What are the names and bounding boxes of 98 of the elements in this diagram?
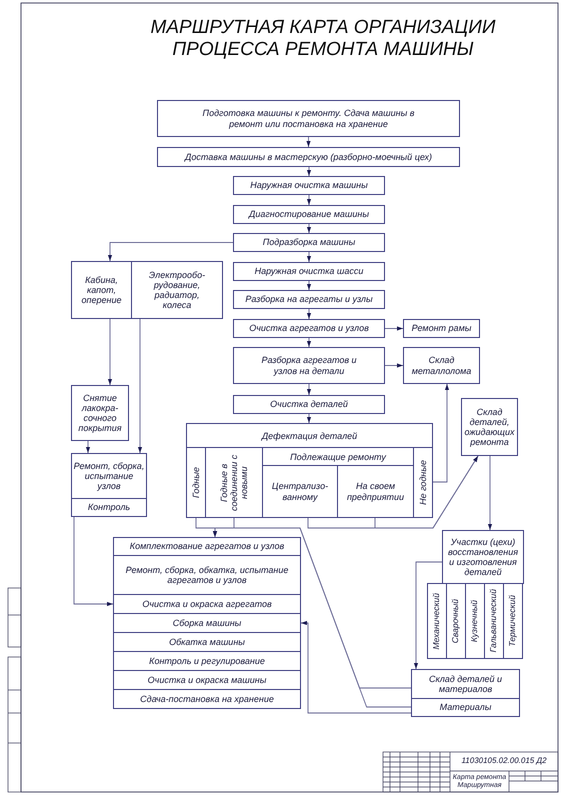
- table-heading: Подлежащие ремонту: [290, 452, 386, 462]
- step-label: Контроль и регулирование: [149, 656, 265, 666]
- arrow: [74, 516, 114, 606]
- step-label: Снятие лакокра- сочного покрытия: [77, 392, 123, 434]
- step-label: Очистка и окраска агрегатов: [142, 598, 272, 610]
- stage-row: [113, 555, 301, 595]
- arrow: [306, 194, 312, 206]
- process-box: [157, 100, 460, 137]
- stage-row: [113, 651, 301, 671]
- step-label: Ремонт, сборка, обкатка, испытание агрегатов и узлов: [124, 564, 290, 586]
- storage-row: [411, 669, 520, 699]
- column-label: Кузнечный: [470, 600, 480, 642]
- process-box: [403, 319, 480, 338]
- step-label: Централизо- ванному: [270, 481, 330, 502]
- workshop-column: [503, 583, 523, 659]
- process-box: [442, 530, 524, 584]
- step-label: Доставка машины в мастерскую (разборно-моечный цех): [185, 152, 432, 162]
- step-label: Сборка машины: [172, 618, 242, 628]
- process-box: [233, 347, 385, 384]
- step-label: Наружная очистка машины: [250, 180, 368, 191]
- arrow: [384, 326, 404, 331]
- process-box: [131, 261, 223, 319]
- step-label: Склад металлолома: [410, 355, 472, 376]
- stage-row: [113, 594, 301, 614]
- step-label: Электрообо- рудование, радиатор, колеса: [148, 270, 206, 310]
- arrow: [384, 363, 404, 368]
- arrow: [300, 620, 412, 714]
- step-label: Наружная очистка шасси: [254, 266, 364, 277]
- process-box: [233, 205, 385, 224]
- arrow: [306, 166, 312, 176]
- step-label: Разборка на агрегаты и узлы: [245, 294, 373, 305]
- process-box: [233, 395, 385, 414]
- column-label: Не годные: [418, 460, 428, 505]
- step-label: Очистка агрегатов и узлов: [249, 323, 369, 334]
- process-box: [233, 233, 385, 252]
- step-label: Комплектование агрегатов и узлов: [130, 541, 284, 552]
- step-label: Ремонт, сборка, испытание узлов: [73, 460, 145, 492]
- arrow: [86, 440, 90, 454]
- arrow: [432, 384, 450, 482]
- step-label: Склад деталей, ожидающих ремонта: [464, 406, 515, 448]
- arrow: [414, 562, 442, 670]
- process-box: [461, 398, 518, 456]
- step-label: Подразборка машины: [262, 237, 356, 248]
- stage-row: [113, 632, 301, 652]
- stage-row: [113, 670, 301, 690]
- step-label: Разборка агрегатов и узлов на детали: [260, 355, 358, 376]
- process-box: [157, 147, 460, 167]
- stage-row: [113, 613, 301, 633]
- process-box: [233, 319, 385, 338]
- process-box: [71, 498, 147, 517]
- workshop-column: [427, 583, 447, 659]
- step-label: Контроль: [88, 502, 130, 513]
- arrow: [108, 318, 112, 386]
- step-label: Кабина, капот, оперение: [80, 274, 122, 306]
- arrow: [306, 414, 312, 424]
- process-box: [403, 347, 480, 384]
- process-box: [71, 261, 132, 319]
- step-label: Материалы: [440, 702, 492, 713]
- drawing-number: 11030105.02.00.015 Д2: [460, 757, 548, 766]
- column-label: Гальванический: [489, 589, 499, 653]
- table-heading: Дефектация деталей: [262, 430, 358, 441]
- arrow: [306, 338, 312, 348]
- step-label: Очистка и окраска машины: [148, 674, 266, 686]
- arrow: [306, 136, 311, 148]
- step-label: Сдача-постановка на хранение: [140, 694, 274, 704]
- defect-table: [186, 423, 433, 518]
- arrow: [108, 242, 234, 262]
- step-label: Обкатка машины: [169, 636, 245, 648]
- arrow: [138, 318, 142, 454]
- step-label: Склад деталей и материалов: [428, 674, 504, 694]
- arrow: [306, 252, 312, 262]
- process-box: [233, 290, 385, 309]
- arrow: [306, 384, 312, 396]
- step-label: На своем предприятии: [346, 481, 406, 502]
- column-label: Годные: [190, 467, 202, 498]
- repair-column-group: [262, 447, 414, 518]
- step-label: Участки (цехи) восстановления и изготовления деталей: [446, 536, 520, 578]
- process-box: [71, 453, 147, 499]
- column-label: Механический: [432, 592, 442, 650]
- step-label: Ремонт рамы: [412, 323, 472, 334]
- step-label: Очистка деталей: [270, 399, 348, 410]
- column-label: Годные в соединении с новыми: [218, 453, 250, 513]
- process-box: [233, 262, 385, 281]
- stage-row: [113, 689, 301, 709]
- step-label: Диагностирование машины: [249, 209, 369, 220]
- diagram-title: МАРШРУТНАЯ КАРТА ОРГАНИЗАЦИИ ПРОЦЕССА РЕМОНТА МАШИНЫ: [150, 17, 496, 62]
- arrow: [306, 224, 312, 234]
- step-label: Подготовка машины к ремонту. Сдача машины в ремонт или постановка на хранение: [202, 108, 416, 129]
- storage-row: [411, 698, 520, 717]
- arrow: [306, 280, 312, 290]
- arrow: [374, 456, 478, 528]
- process-box: [233, 176, 385, 195]
- process-box: [71, 385, 129, 441]
- column-label: Сварочный: [451, 598, 461, 644]
- arrow: [488, 456, 492, 530]
- arrow: [306, 308, 312, 320]
- column-label: Термический: [508, 595, 518, 647]
- stage-row: [113, 537, 301, 556]
